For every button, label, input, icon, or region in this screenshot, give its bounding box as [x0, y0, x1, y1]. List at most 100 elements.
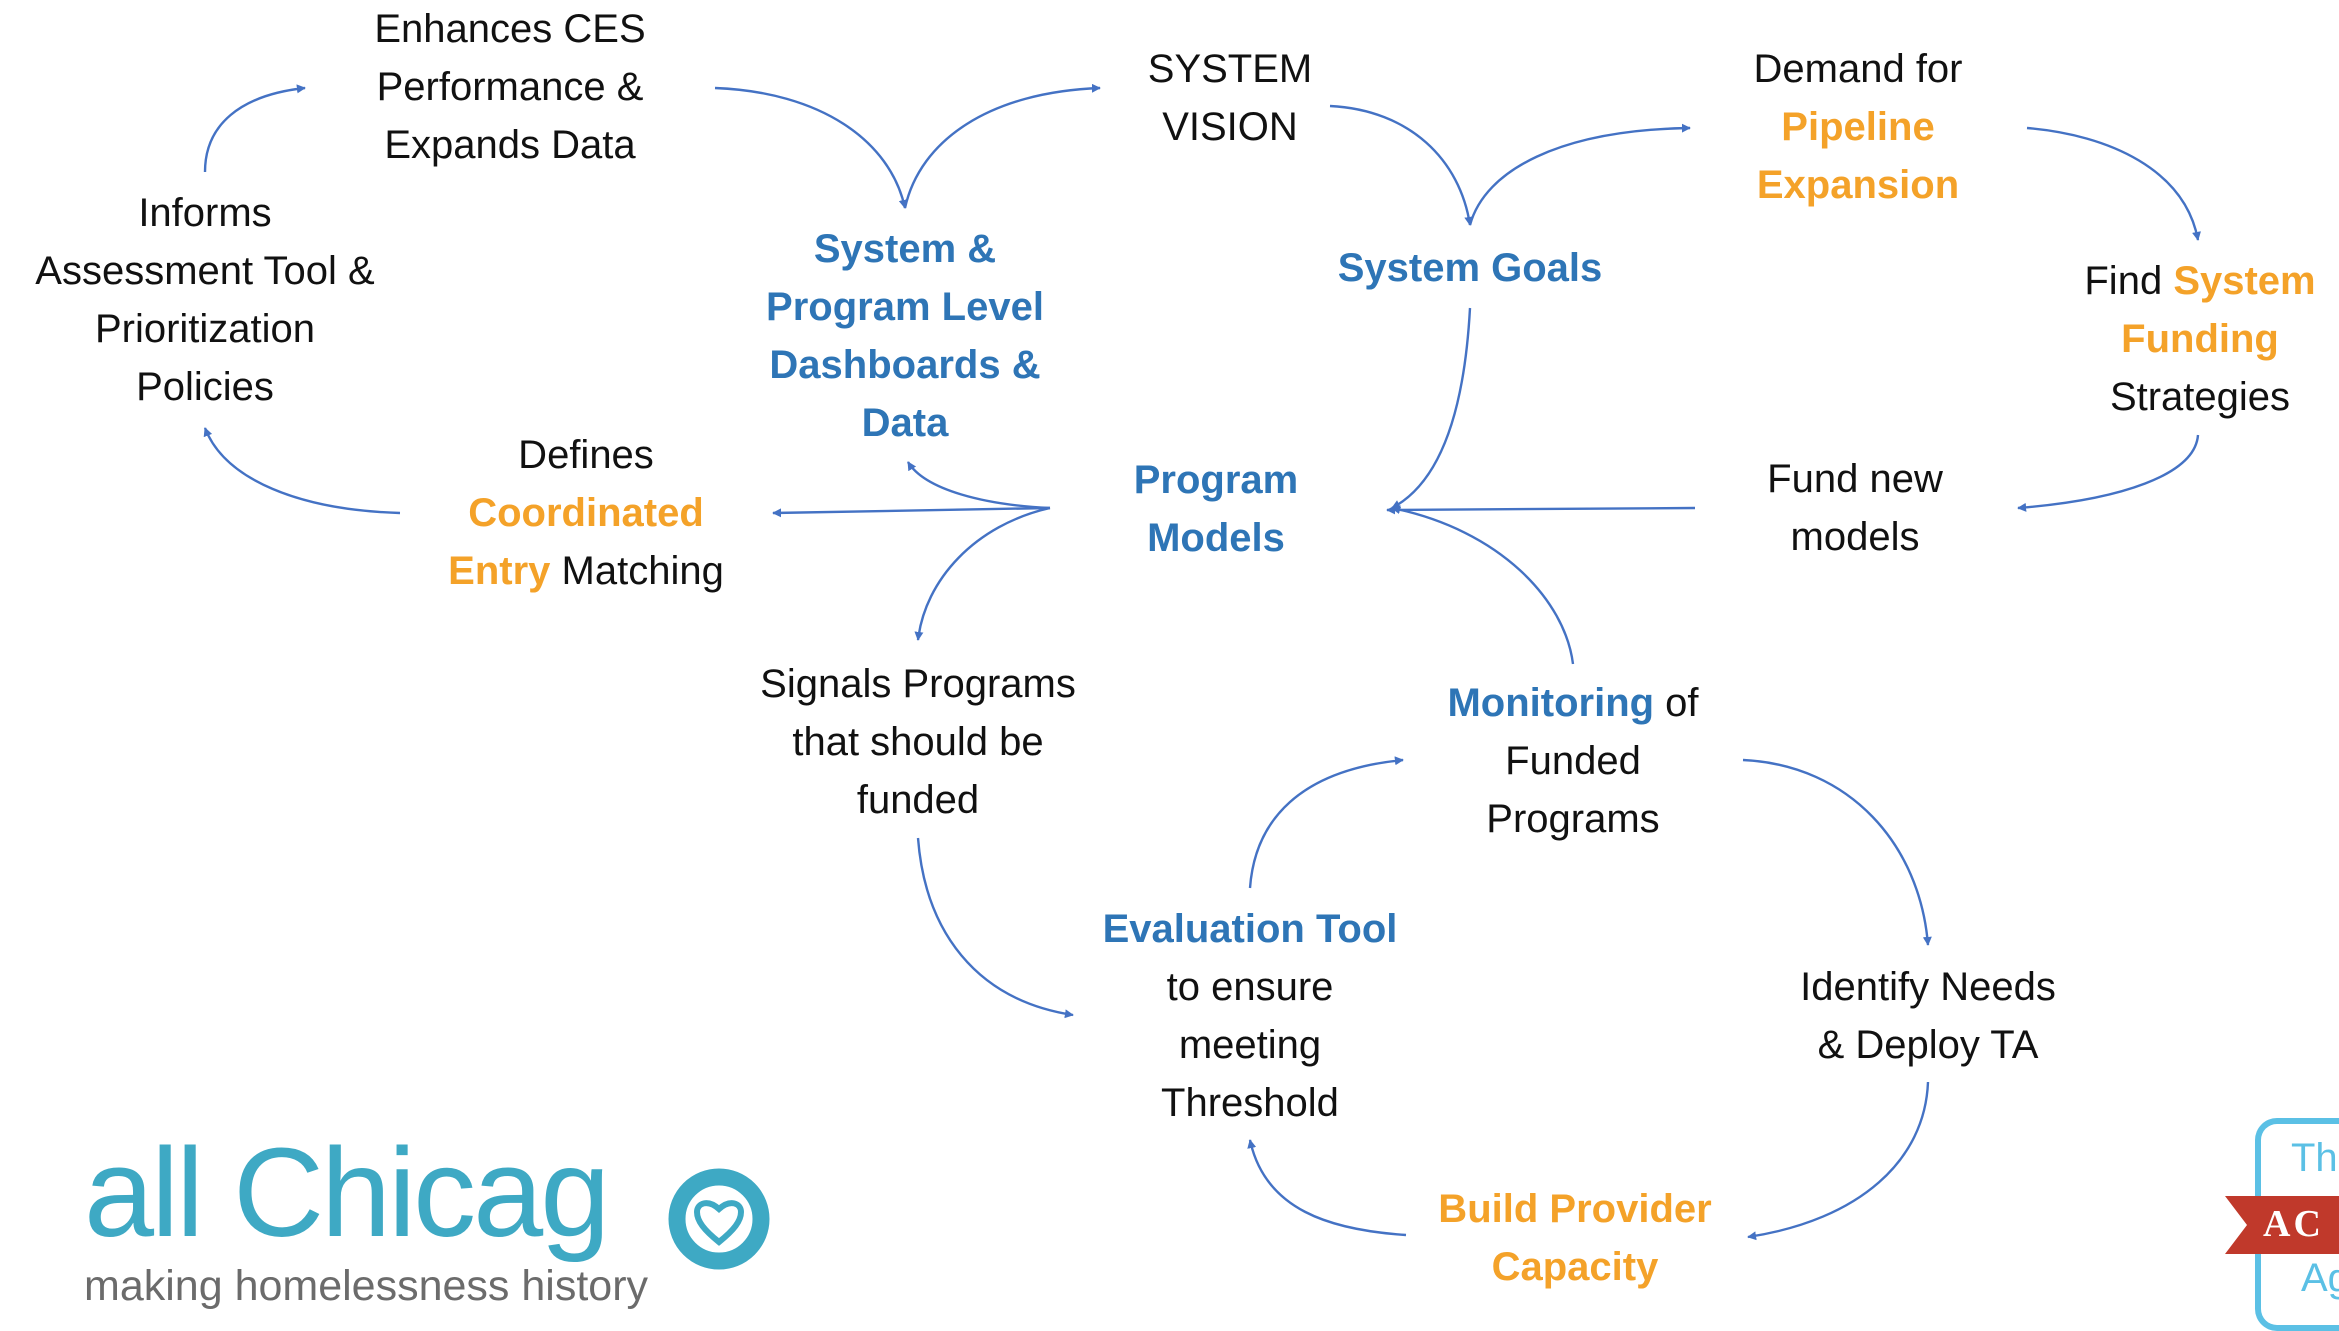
- node-text: to ensure: [1166, 965, 1334, 1009]
- node-text: System Goals: [1337, 246, 1603, 290]
- node-fund-new: Fund new models: [1767, 450, 1943, 566]
- node-line: Demand for: [1754, 40, 1963, 98]
- node-line: Monitoring of: [1447, 674, 1698, 732]
- arrow-monitoring-to-models: [1391, 505, 1575, 665]
- node-line: Signals Programs: [760, 655, 1076, 713]
- arrow-goals-to-models: [1391, 307, 1472, 510]
- node-text: Assessment Tool &: [35, 249, 375, 293]
- arrow-signals-to-evaluation: [916, 837, 1074, 1019]
- arrow-identify-to-capacity: [1747, 1081, 1930, 1241]
- node-identify-needs: Identify Needs & Deploy TA: [1800, 958, 2056, 1074]
- node-line: Capacity: [1438, 1238, 1711, 1296]
- node-system-vision: SYSTEM VISION: [1148, 40, 1312, 156]
- node-line: Pipeline: [1754, 98, 1963, 156]
- node-line: SYSTEM: [1148, 40, 1312, 98]
- node-text: Policies: [136, 365, 274, 409]
- node-line: Prioritization: [35, 300, 374, 358]
- arrow-defines-to-informs: [203, 427, 401, 515]
- node-line: Strategies: [2084, 368, 2315, 426]
- node-system-goals: System Goals: [1338, 239, 1603, 297]
- node-text: Funded: [1505, 739, 1641, 783]
- node-text: meeting: [1178, 1023, 1322, 1067]
- node-text: Pipeline: [1781, 105, 1935, 149]
- node-line: Expansion: [1754, 156, 1963, 214]
- badge-top-text: The: [2291, 1136, 2339, 1180]
- arrow-funding-to-fundnew: [2017, 434, 2200, 512]
- node-line: Threshold: [1103, 1074, 1398, 1132]
- arrow-models-to-signals: [914, 506, 1051, 641]
- logo-heart-o-icon: [668, 1168, 770, 1270]
- node-text: funded: [856, 778, 980, 822]
- node-line: VISION: [1148, 98, 1312, 156]
- node-text: Threshold: [1161, 1081, 1339, 1125]
- node-line: Fund new: [1767, 450, 1943, 508]
- node-text: Informs: [138, 191, 272, 235]
- node-line: Evaluation Tool: [1103, 900, 1398, 958]
- node-line: Program Level: [766, 278, 1044, 336]
- node-text: Identify Needs: [1800, 965, 2056, 1009]
- all-chicago-logo: all Chicag making homelessness history: [84, 1122, 770, 1311]
- arrow-models-to-defines: [772, 506, 1051, 518]
- arrow-goals-to-demand: [1468, 123, 1691, 226]
- node-line: to ensure: [1103, 958, 1398, 1016]
- badge-bottom-text: Ag: [2301, 1256, 2339, 1300]
- node-text: Prioritization: [94, 307, 316, 351]
- node-text: Data: [861, 401, 949, 445]
- arrow-fundnew-to-models: [1386, 505, 1696, 515]
- node-text: Coordinated: [468, 491, 704, 535]
- node-text: Defines: [518, 433, 654, 477]
- node-text: SYSTEM: [1147, 47, 1313, 91]
- node-text: System: [2173, 259, 2316, 303]
- node-line: Expands Data: [374, 116, 645, 174]
- node-text: System &: [813, 227, 997, 271]
- arrow-monitoring-to-identify: [1742, 758, 1932, 946]
- node-line: Defines: [448, 426, 724, 484]
- arrow-dashboards-to-vision: [903, 83, 1101, 209]
- node-text: of: [1654, 681, 1699, 725]
- node-text: Expands Data: [384, 123, 636, 167]
- node-line: Data: [766, 394, 1044, 452]
- node-line: Entry Matching: [448, 542, 724, 600]
- badge-ribbon-text: AC: [2263, 1203, 2324, 1245]
- node-text: Fund new: [1767, 457, 1943, 501]
- node-text: Signals Programs: [760, 662, 1076, 706]
- node-text: Enhances CES: [374, 7, 646, 51]
- node-line: Performance &: [374, 58, 645, 116]
- node-signals: Signals Programs that should be funded: [760, 655, 1076, 829]
- node-text: that should be: [792, 720, 1044, 764]
- node-enhances-ces: Enhances CES Performance & Expands Data: [374, 0, 645, 174]
- node-line: Policies: [35, 358, 374, 416]
- arrow-enhances-to-dashboards: [714, 86, 908, 209]
- node-line: & Deploy TA: [1800, 1016, 2056, 1074]
- node-text: & Deploy TA: [1817, 1023, 2039, 1067]
- node-line: Program: [1134, 451, 1299, 509]
- node-text: Build Provider: [1438, 1187, 1712, 1231]
- node-line: models: [1767, 508, 1943, 566]
- node-text: Demand for: [1753, 47, 1963, 91]
- logo-wordmark: all Chicag: [84, 1122, 610, 1263]
- node-text: models: [1790, 515, 1920, 559]
- node-text: VISION: [1162, 105, 1298, 149]
- node-text: Performance &: [376, 65, 644, 109]
- node-text: Find: [2084, 259, 2174, 303]
- node-line: Informs: [35, 184, 374, 242]
- node-line: System &: [766, 220, 1044, 278]
- node-text: Strategies: [2109, 375, 2291, 419]
- node-line: Enhances CES: [374, 0, 645, 58]
- node-line: System Goals: [1338, 239, 1603, 297]
- node-text: Matching: [550, 549, 724, 593]
- node-text: Entry: [448, 549, 551, 593]
- node-line: meeting: [1103, 1016, 1398, 1074]
- node-text: Capacity: [1491, 1245, 1659, 1289]
- arrow-informs-to-enhances: [203, 84, 306, 173]
- node-text: Program: [1133, 458, 1299, 502]
- node-line: Coordinated: [448, 484, 724, 542]
- node-text: Dashboards &: [769, 343, 1041, 387]
